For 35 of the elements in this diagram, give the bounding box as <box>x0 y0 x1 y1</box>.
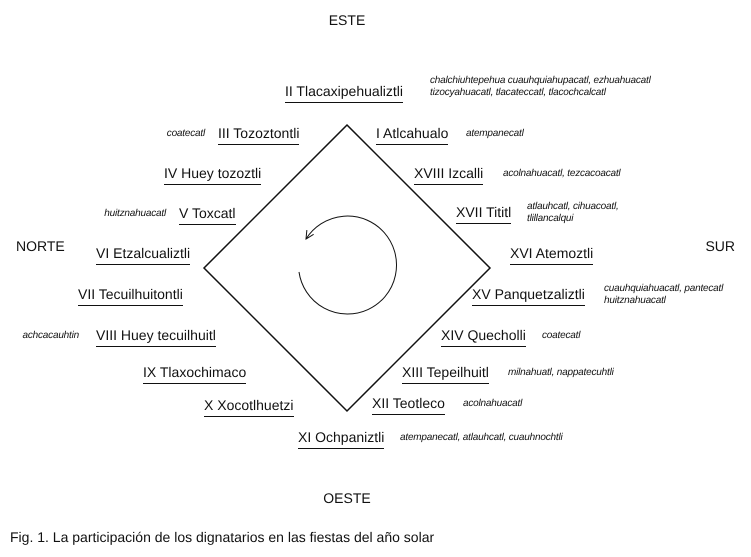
dignitary-note: atlauhcatl, cihuacoatl, tlillancalqui <box>527 201 620 225</box>
month-name: VII Tecuilhuitontli <box>78 286 183 306</box>
month-name: XIII Tepeilhuitl <box>402 364 489 384</box>
dignitary-note: atempanecatl <box>466 128 524 140</box>
figure-caption: Fig. 1. La participación de los dignatarios en las fiestas del año solar <box>10 529 434 545</box>
month-name: I Atlcahualo <box>376 125 448 145</box>
month-name: IV Huey tozoztli <box>164 165 262 185</box>
dignitary-note: milnahuatl, nappatecuhtli <box>508 367 614 379</box>
dignitary-note: atempanecatl, atlauhcatl, cuauhnochtli <box>400 432 563 444</box>
month-name: II Tlacaxipehualiztli <box>285 83 404 103</box>
month-name: XVIII Izcalli <box>414 165 484 185</box>
dignitary-note: achcacauhtin <box>22 330 79 342</box>
month-name: VIII Huey tecuilhuitl <box>96 327 216 347</box>
direction-label: NORTE <box>16 238 65 254</box>
month-name: XII Teotleco <box>372 395 445 415</box>
dignitary-note: chalchiuhtepehua cuauhquiahupacatl, ezhuahuacatl tizocyahuacatl, tlacateccatl, tlacochcalcatl <box>430 75 652 99</box>
direction-label: OESTE <box>323 490 371 506</box>
month-name: V Toxcatl <box>179 205 236 225</box>
month-name: X Xocotlhuetzi <box>204 397 294 417</box>
dignitary-note: acolnahuacatl <box>463 398 522 410</box>
dignitary-note: huitznahuacatl <box>104 208 166 220</box>
month-name: III Tozoztontli <box>218 125 300 145</box>
month-name: XIV Quecholli <box>441 327 526 347</box>
direction-label: SUR <box>705 238 735 254</box>
dignitary-note: acolnahuacatl, tezcacoacatl <box>503 168 620 180</box>
dignitary-note: coatecatl <box>166 128 205 140</box>
month-name: IX Tlaxochimaco <box>143 364 246 384</box>
direction-label: ESTE <box>328 12 366 28</box>
dignitary-note: cuauhquiahuacatl, pantecatl huitznahuacatl <box>604 283 724 307</box>
dignitary-note: coatecatl <box>542 330 580 342</box>
month-name: XVII Tititl <box>456 204 512 224</box>
month-name: XV Panquetzaliztli <box>472 286 585 306</box>
month-name: VI Etzalcualiztli <box>96 245 190 265</box>
month-name: XI Ochpaniztli <box>298 429 384 449</box>
month-name: XVI Atemoztli <box>510 245 594 265</box>
